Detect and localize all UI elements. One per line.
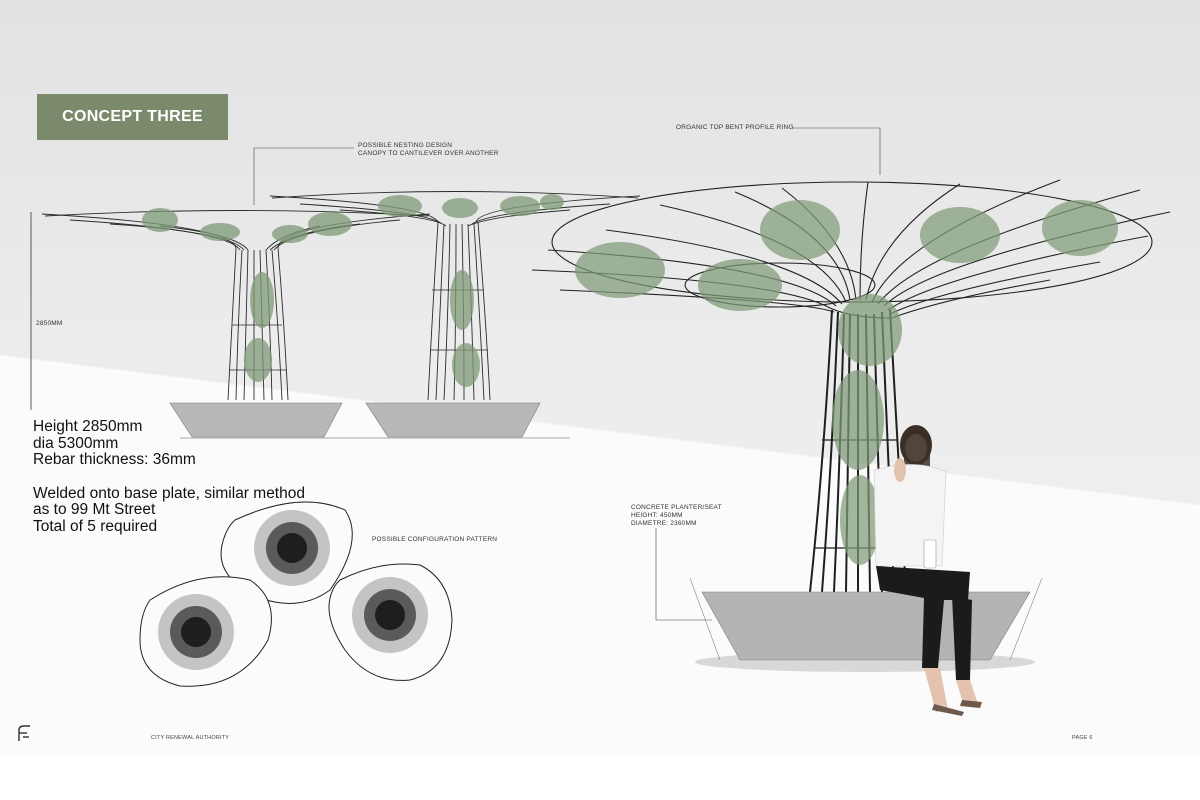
small-planter-2 xyxy=(365,402,541,438)
nesting-annotation-line2: CANOPY TO CANTILEVER OVER ANOTHER xyxy=(358,150,499,157)
small-planter-1 xyxy=(169,402,343,438)
spec-total: Total of 5 required xyxy=(33,517,158,535)
footer-org: CITY RENEWAL AUTHORITY xyxy=(151,735,230,741)
footer-page-number: PAGE 6 xyxy=(1072,735,1093,741)
ring-leader-line xyxy=(792,127,881,175)
planter-leader-line xyxy=(655,528,712,621)
concept-title: CONCEPT THREE xyxy=(37,94,228,140)
spec-block: Height 2850mm dia 5300mm Rebar thickness… xyxy=(33,418,305,535)
nesting-annotation-line1: POSSIBLE NESTING DESIGN xyxy=(358,142,453,149)
concept-page: CONCEPT THREE POSSIBLE NESTING DESIGN CA… xyxy=(0,0,1200,757)
spec-rebar: Rebar thickness: 36mm xyxy=(33,451,196,468)
config-pod-top xyxy=(220,501,353,604)
planter-annotation: CONCRETE PLANTER/SEAT HEIGHT: 450MM DIAM… xyxy=(631,504,722,528)
seated-person-figure xyxy=(873,425,982,716)
spec-method-line1: Welded onto base plate, similar method xyxy=(33,484,305,502)
configuration-annotation: POSSIBLE CONFIGURATION PATTERN xyxy=(372,536,498,543)
spec-height: Height 2850mm xyxy=(33,418,143,435)
concept-illustration xyxy=(30,127,1171,716)
config-pod-right xyxy=(328,563,453,681)
nesting-annotation: POSSIBLE NESTING DESIGN CANOPY TO CANTIL… xyxy=(358,142,499,158)
small-tree-1-foliage xyxy=(142,208,352,382)
bottom-band xyxy=(0,757,1200,800)
f-logo-icon xyxy=(18,725,30,741)
large-tree-foliage xyxy=(575,200,1118,565)
height-dimension-label: 2850MM xyxy=(36,320,63,327)
spec-spacer xyxy=(33,469,305,486)
planter-annotation-height: HEIGHT: 450MM xyxy=(631,512,683,519)
configuration-pattern xyxy=(139,501,453,687)
spec-diameter: dia 5300mm xyxy=(33,434,119,452)
large-planter xyxy=(701,591,1031,661)
nesting-leader-line xyxy=(253,147,354,205)
planter-annotation-diameter: DIAMETRE: 2360MM xyxy=(631,520,697,527)
config-pod-left xyxy=(139,576,272,687)
spec-method-line2: as to 99 Mt Street xyxy=(33,501,156,518)
ring-annotation: ORGANIC TOP BENT PROFILE RING xyxy=(676,124,794,131)
planter-annotation-title: CONCRETE PLANTER/SEAT xyxy=(631,504,722,511)
small-tree-2-foliage xyxy=(378,194,564,387)
